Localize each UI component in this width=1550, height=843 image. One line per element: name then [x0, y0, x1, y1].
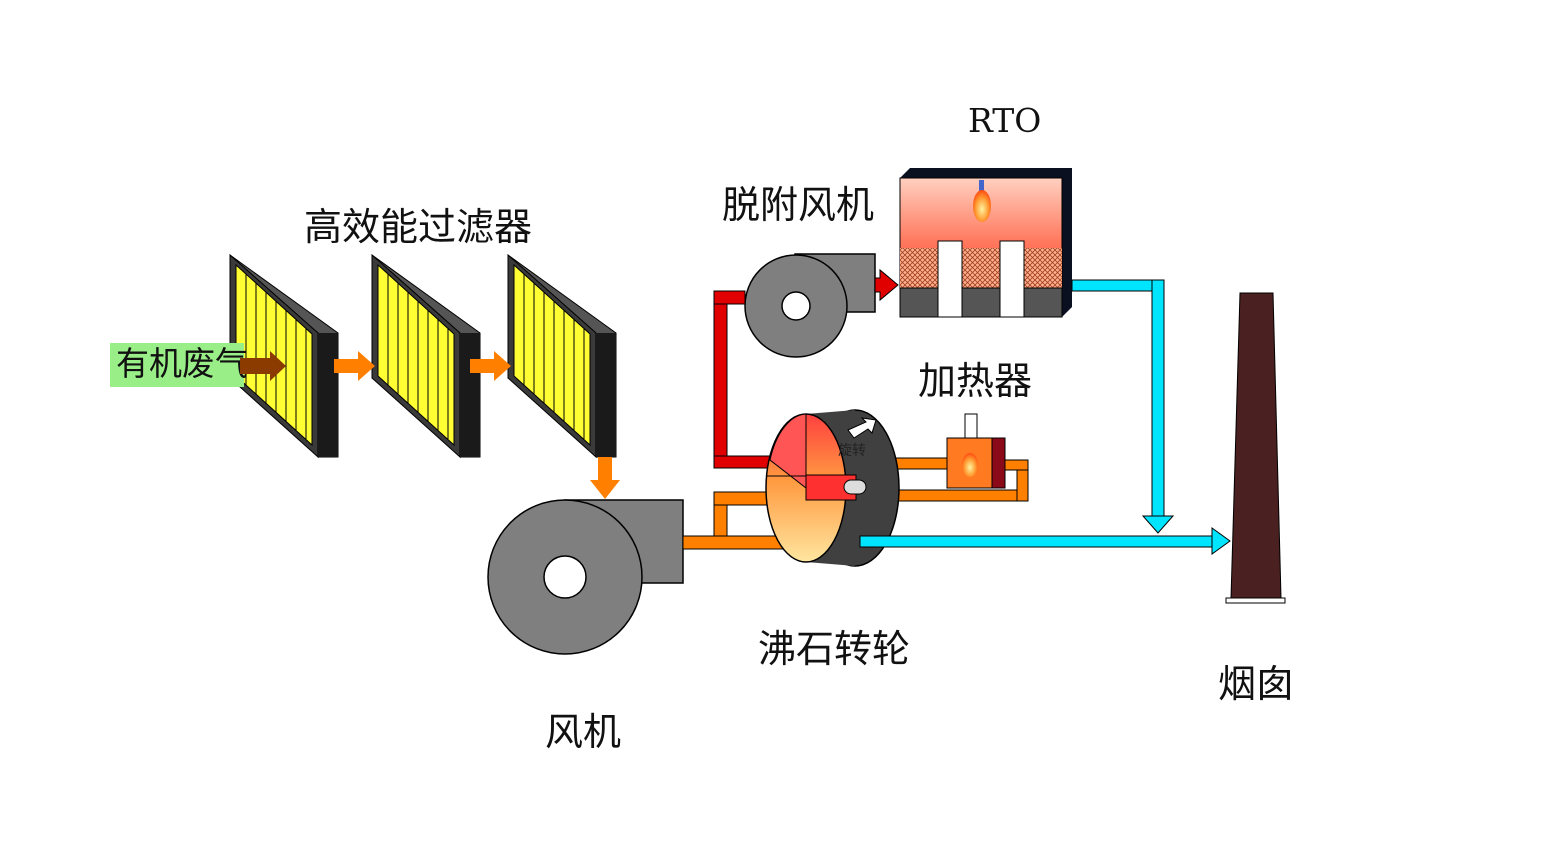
flame-icon — [962, 453, 978, 477]
desorb-fan — [744, 253, 876, 358]
clean-air-flow-rto — [1071, 279, 1175, 534]
main-fan — [487, 499, 684, 655]
rotate-label: 旋转 — [838, 443, 866, 459]
chimney-label: 烟囱 — [1218, 662, 1294, 706]
desorption-flow — [713, 290, 775, 469]
rotor-label: 沸石转轮 — [758, 627, 910, 671]
filter-2 — [371, 253, 481, 459]
heater-label: 加热器 — [918, 359, 1032, 403]
flow-arrow-desorb-to-rto — [874, 268, 899, 302]
rto-label: RTO — [968, 101, 1041, 140]
rotate-arrow-icon — [847, 417, 877, 439]
flow-arrow-filter1-to-filter2 — [334, 351, 375, 381]
flame-icon — [973, 190, 991, 222]
zeolite-rotor: 旋转 — [765, 409, 900, 567]
flow-arrow-filter3-to-fan — [590, 457, 620, 499]
fan-label: 风机 — [545, 710, 621, 754]
chimney — [1225, 292, 1286, 604]
rto-unit — [899, 168, 1072, 318]
filter-3 — [507, 253, 617, 459]
desorb-fan-label: 脱附风机 — [722, 183, 874, 227]
inlet-text: 有机废气 — [116, 344, 248, 383]
filter-title: 高效能过滤器 — [304, 205, 532, 249]
inlet-arrow — [240, 351, 286, 381]
clean-air-flow-rotor — [859, 527, 1231, 555]
flow-arrow-filter2-to-filter3 — [470, 351, 511, 381]
heater — [946, 413, 1006, 489]
inlet-label: 有机废气 — [110, 343, 248, 387]
